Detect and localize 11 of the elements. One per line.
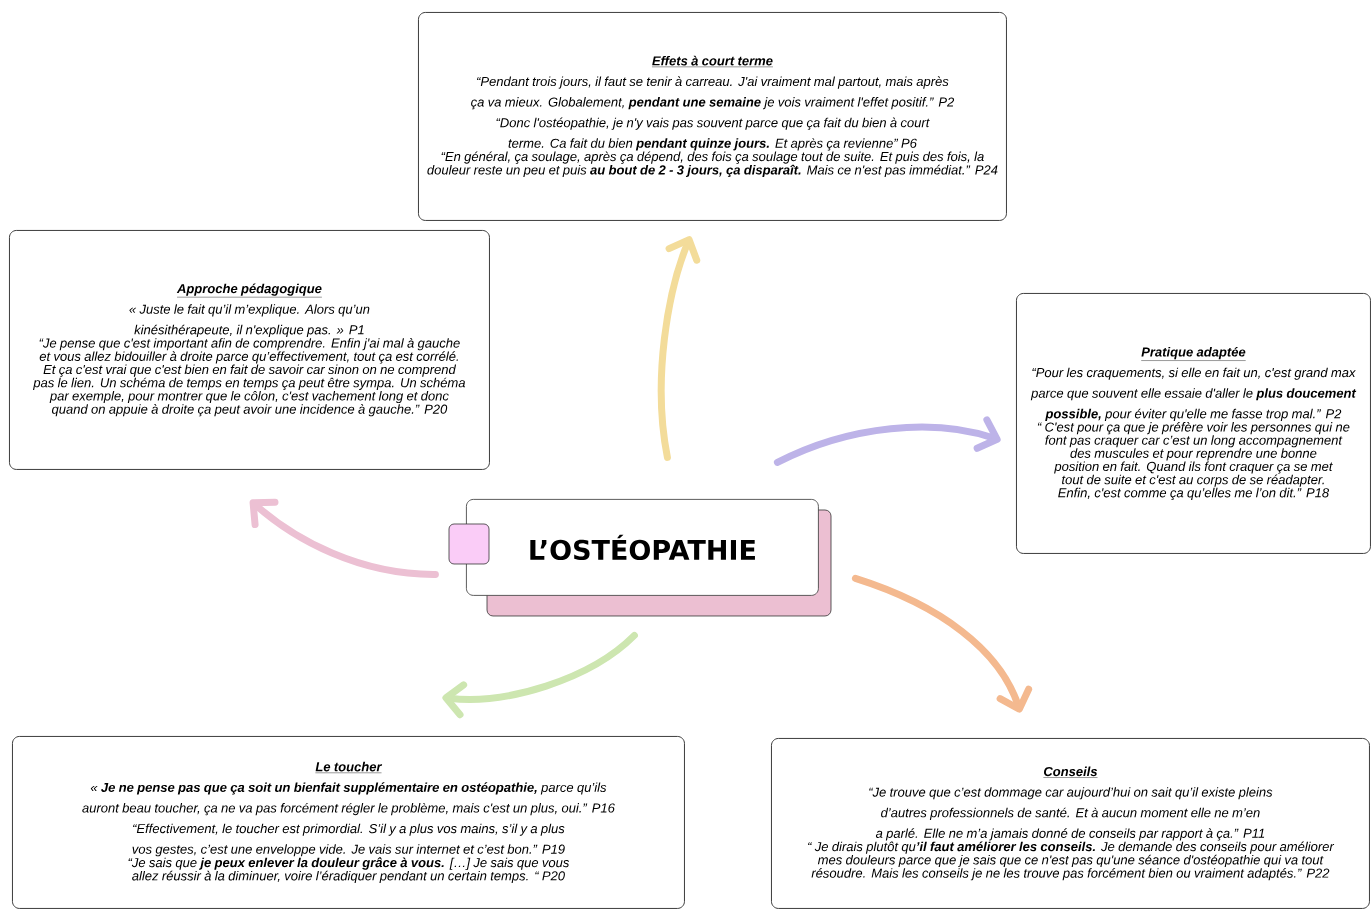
quote-box: Approche pédagogique « Juste le fait qu’il m’explique. Alors qu’un kinésithérapeute, il n'explique pas. » P1 “Je pense que c'est important afin de comprendre. Enfin j'ai mal à gauche et vous allez bidouiller à droite parce qu’effectivement, tout ça est corrélé. Et ça c'est vrai que c'est bien en fait de savoir car sinon on ne comprend pas le lien. Un schéma de temps en temps ça peut être sympa. Un schéma par exemple, pour montrer que le côlon, c'est vachement long et donc quand on appuie à droite ça peut avoir une incidence à gauche.” P20 (9, 230, 490, 470)
arrow (773, 416, 1001, 466)
quote-box: Effets à court terme “Pendant trois jours, il faut se tenir à carreau. J'ai vraiment mal partout, mais après ça va mieux. Globalement, pendant une semaine je vois vraiment l'effet positif.” P2 “Donc l'ostéopathie, je n'y vais pas souvent parce que ça fait du bien à court terme. Ca fait du bien pendant quinze jours. Et après ça revienne” P6 “En général, ça soulage, après ça dépend, des fois ça soulage tout de suite. Et puis des fois, la douleur reste un peu et puis au bout de 2 - 3 jours, ça disparaît. Mais ce n'est pas immédiat.” P24 (418, 12, 1007, 221)
arrow (442, 631, 638, 719)
quote-box: Conseils “Je trouve que c’est dommage car aujourd’hui on sait qu’il existe pleins d’autres professionnels de santé. Et à aucun moment elle ne m’en a parlé. Elle ne m’a jamais donné de conseils par rapport à ça.” P11 “ Je dirais plutôt qu’il faut améliorer les conseils. Je demande des conseils pour améliorer mes douleurs parce que je sais que ce n'est pas qu'une séance d'ostéopathie qui va tout résoudre. Mais les conseils je ne les trouve pas forcément bien ou vraiment adaptés.” P22 (771, 738, 1370, 909)
arrow (851, 574, 1033, 713)
quote-box: Pratique adaptée “Pour les craquements, si elle en fait un, c'est grand max parce que souvent elle essaie d'aller le plus doucement possible, pour éviter qu'elle me fasse trop mal.” P2 “ C'est pour ça que je préfère voir les personnes qui ne font pas craquer car c’est un long accompagnement des muscules et pour reprendre une bonne position en fait. Quand ils font craquer ça se met tout de suite et c'est au corps de se réadapter. Enfin, c'est comme ça qu’elles me l’on dit.” P18 (1016, 293, 1371, 554)
arrow (249, 498, 439, 578)
arrow (657, 236, 701, 461)
quote-box: Le toucher « Je ne pense pas que ça soit un bienfait supplémentaire en ostéopathie, parce qu’ils auront beau toucher, ça ne va pas forcément régler le problème, mais c'est un plus, oui.” P16 “Effectivement, le toucher est primordial. S’il y a plus vos mains, s’il y a plus vos gestes, c’est une enveloppe vide. Je vais sur internet et c’est bon.” P19 “Je sais que je peux enlever la douleur grâce à vous. […] Je sais que vous allez réussir à la diminuer, voire l’éradiquer pendant un certain temps. “ P20 (12, 736, 685, 909)
title-box: L’OSTÉOPATHIE (466, 499, 819, 596)
